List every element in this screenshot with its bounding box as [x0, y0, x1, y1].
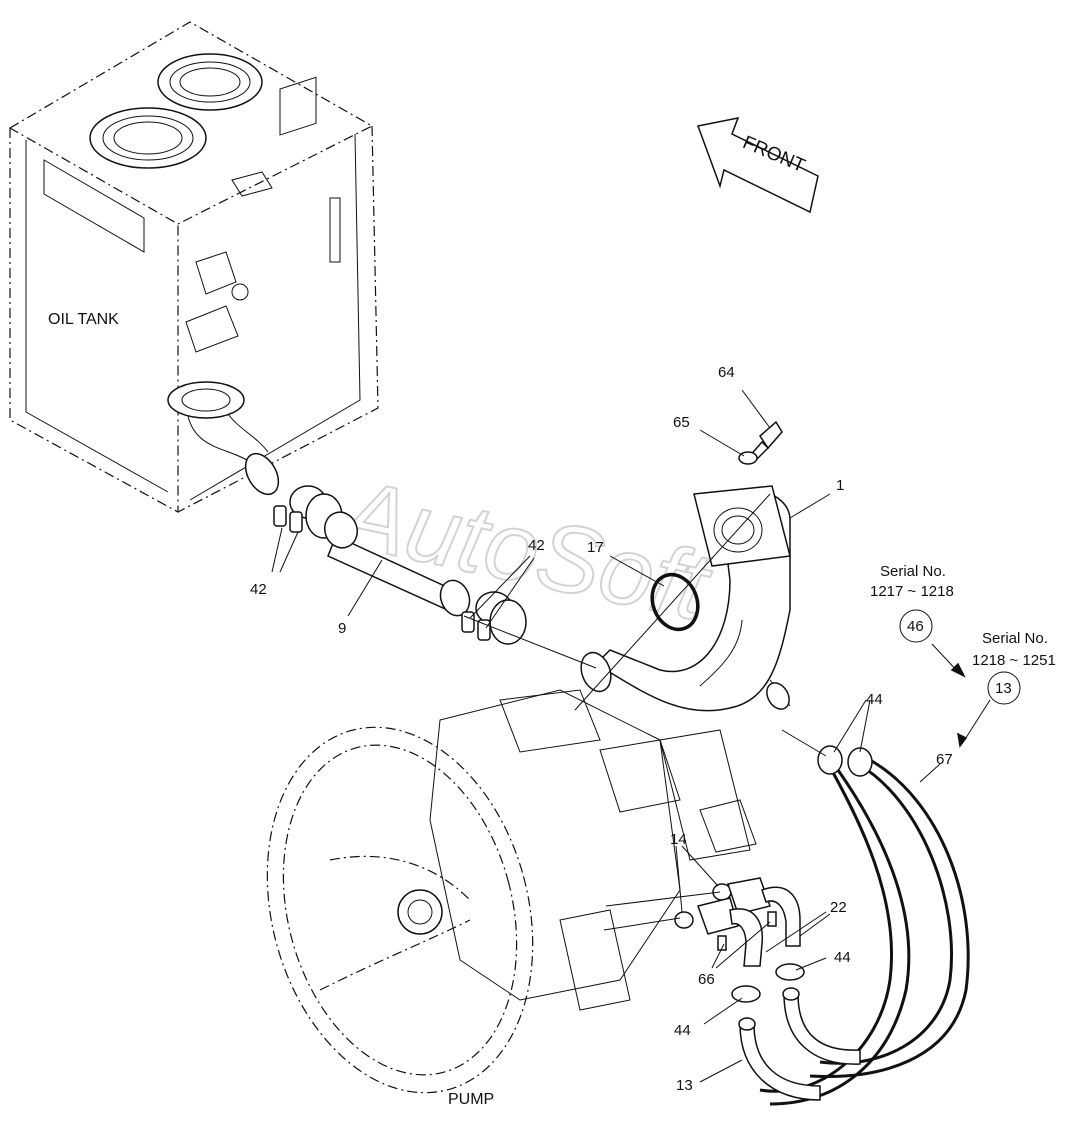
serial-note-2-line1: Serial No. — [982, 630, 1048, 647]
callout-17: 17 — [587, 539, 604, 556]
callout-1: 1 — [836, 477, 844, 494]
serial-circle-13-label: 13 — [995, 680, 1012, 697]
oil-tank — [8, 21, 379, 514]
front-arrow: FRONT — [696, 116, 819, 214]
callout-44-bottom: 44 — [674, 1022, 691, 1039]
callout-66: 66 — [698, 971, 715, 988]
serial-note-2-line2: 1218 ~ 1251 — [972, 652, 1056, 669]
pump-assembly — [266, 689, 757, 1094]
serial-note-1-line2: 1217 ~ 1218 — [870, 583, 954, 600]
arrowhead-13 — [957, 732, 968, 748]
callout-44-top: 44 — [866, 691, 883, 708]
clamp-42-left — [273, 485, 343, 539]
callout-64: 64 — [718, 364, 735, 381]
callout-65: 65 — [673, 414, 690, 431]
clamps-44-bottom — [731, 963, 805, 1003]
callout-14: 14 — [670, 831, 687, 848]
callout-22: 22 — [830, 899, 847, 916]
suction-hose-9 — [324, 511, 471, 617]
serial-circle-46-label: 46 — [907, 618, 924, 635]
callout-44-right: 44 — [834, 949, 851, 966]
pump-label: PUMP — [448, 1091, 494, 1108]
callout-42-left: 42 — [250, 581, 267, 598]
washer-65 — [738, 451, 758, 465]
callout-42-mid: 42 — [528, 537, 545, 554]
suction-pipe-1 — [580, 485, 791, 712]
oil-tank-label: OIL TANK — [48, 311, 119, 328]
hoses-13 — [738, 987, 861, 1101]
callout-13: 13 — [676, 1077, 693, 1094]
serial-circle-13 — [987, 671, 1021, 705]
arrowhead-46 — [950, 662, 966, 678]
leader-lines — [271, 389, 991, 1083]
flange-fittings — [674, 877, 801, 967]
o-ring-14-lower — [674, 911, 694, 929]
o-ring-17 — [650, 572, 700, 632]
serial-circle-46 — [899, 609, 933, 643]
hoses-67 — [759, 745, 970, 1106]
callout-9: 9 — [338, 620, 346, 637]
serial-note-1-line1: Serial No. — [880, 563, 946, 580]
callout-67: 67 — [936, 751, 953, 768]
